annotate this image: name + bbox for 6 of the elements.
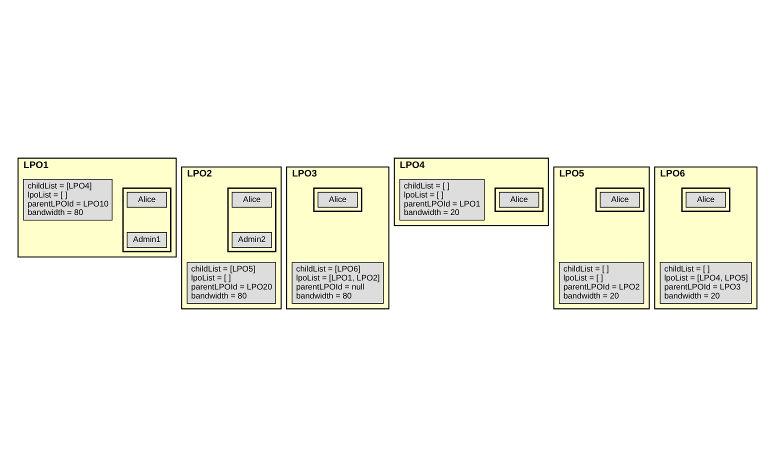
cluster: [227, 186, 276, 252]
cluster: [313, 186, 362, 212]
cluster: [595, 186, 644, 212]
cluster: [681, 186, 730, 212]
cluster: [122, 186, 172, 252]
cluster: [494, 186, 544, 212]
